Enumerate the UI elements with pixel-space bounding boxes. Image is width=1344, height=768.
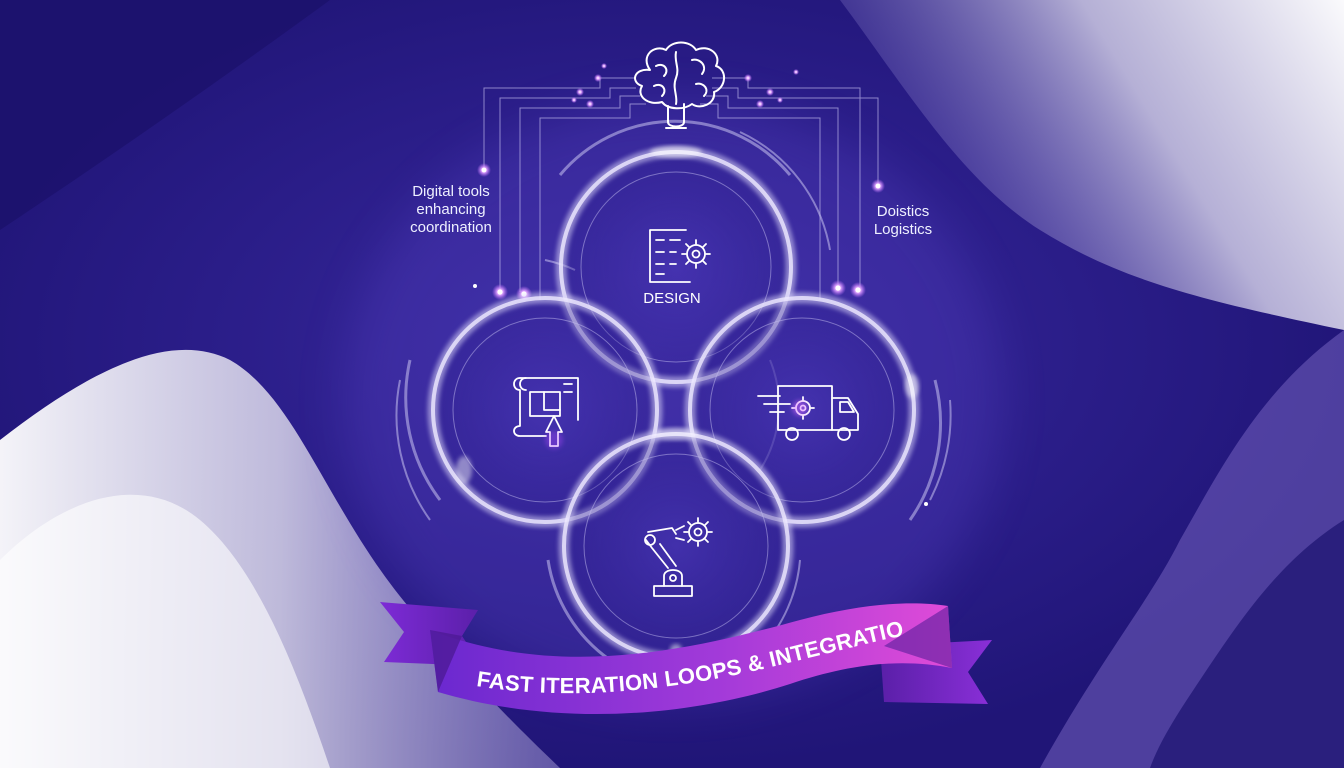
cursor-arrow-icon — [545, 415, 563, 449]
blueprint-cursor-icon — [513, 377, 579, 437]
brain-circuit-icon — [634, 41, 725, 129]
label-digital-tools: Digital tools enhancing coordination — [398, 183, 504, 237]
label-logistics-line-1: Doistics — [876, 203, 930, 220]
label-digital-tools-line-2: enhancing — [416, 201, 486, 218]
ring-bottom — [558, 428, 794, 664]
label-logistics: Doistics Logistics — [858, 203, 948, 239]
label-logistics-line-2: Logistics — [873, 221, 933, 238]
ring-glints — [456, 146, 919, 656]
design-label: DESIGN — [643, 290, 701, 307]
document-gear-icon — [649, 229, 711, 283]
label-digital-tools-line-1: Digital tools — [412, 183, 490, 200]
circuit-lines — [483, 77, 879, 300]
circuit-dots — [473, 63, 928, 506]
robot-arm-gear-icon — [644, 517, 713, 597]
label-digital-tools-line-3: coordination — [410, 219, 492, 236]
truck-gear-glow — [792, 400, 808, 416]
